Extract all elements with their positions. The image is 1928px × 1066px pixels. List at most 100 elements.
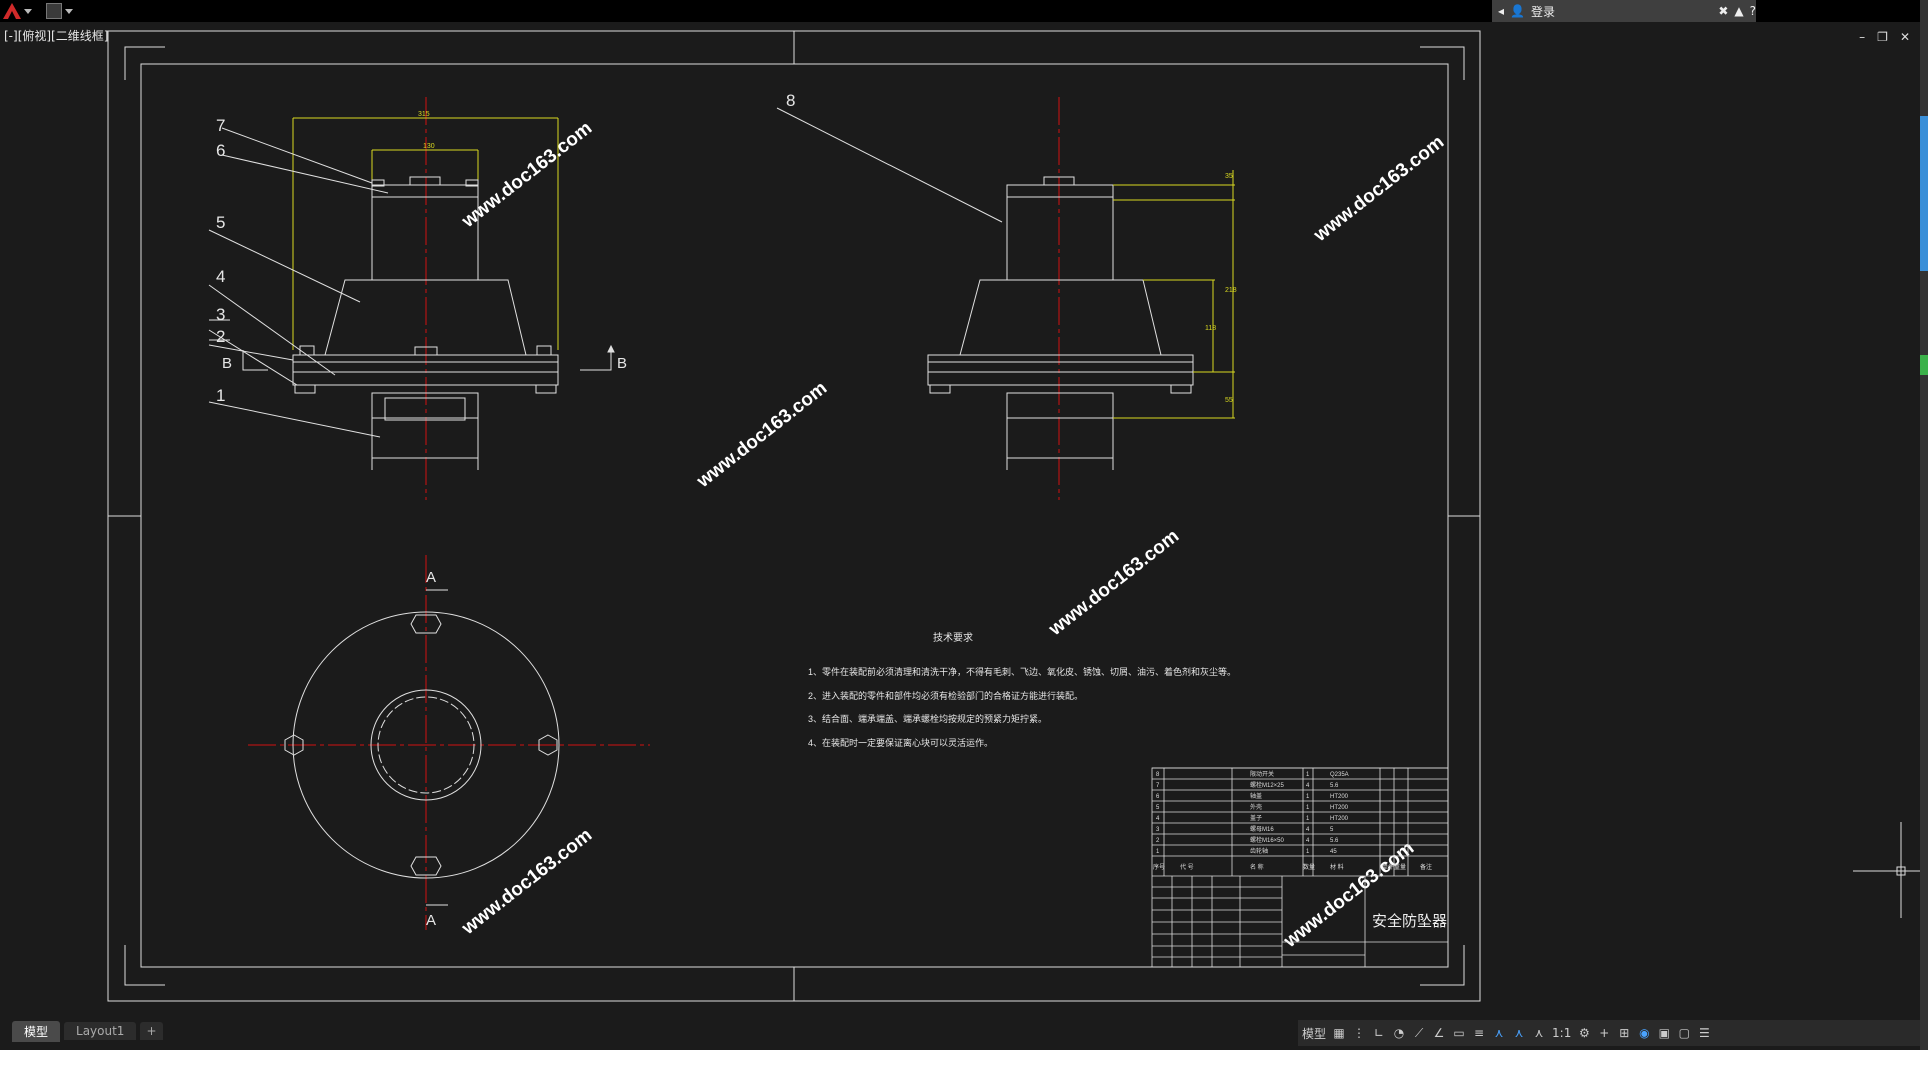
- title-bar: ◂ 👤 登录 ✖ ▲ ?: [0, 0, 1928, 22]
- svg-text:1: 1: [1306, 772, 1310, 778]
- svg-text:螺栓M12×25: 螺栓M12×25: [1250, 781, 1285, 789]
- svg-text:螺栓M16×50: 螺栓M16×50: [1250, 836, 1285, 844]
- svg-text:5: 5: [1156, 805, 1160, 811]
- hardware-accel-icon[interactable]: ▣: [1658, 1026, 1670, 1040]
- close-button[interactable]: ✕: [1899, 30, 1910, 44]
- units-icon[interactable]: ⊞: [1619, 1026, 1630, 1040]
- clean-screen-icon[interactable]: ▢: [1678, 1026, 1690, 1040]
- svg-text:218: 218: [1225, 287, 1237, 294]
- login-button[interactable]: 登录: [1530, 4, 1555, 19]
- annotation-scale[interactable]: 1:1: [1552, 1026, 1572, 1040]
- grid-icon[interactable]: ▦: [1333, 1026, 1345, 1040]
- snap-icon[interactable]: ⋮: [1353, 1026, 1366, 1040]
- watermark-text: www.doc163.com: [1309, 132, 1448, 247]
- section-label: A: [426, 912, 436, 929]
- bom-table: 8 限动开关 1 Q235A 7 螺栓M12×25 4 5.6 6 轴盖 1 H…: [1153, 770, 1432, 871]
- dimension-labels: 315 130 35 218 118 55: [418, 111, 1237, 404]
- arrow-left-icon[interactable]: ◂: [1498, 4, 1505, 18]
- technical-requirements: 技术要求 1、零件在装配前必须清理和清洗干净，不得有毛刺、飞边、氧化皮、锈蚀、切…: [808, 631, 1236, 748]
- chevron-down-icon[interactable]: [65, 7, 73, 15]
- svg-text:5: 5: [1330, 827, 1334, 833]
- quick-access-toolbar: [46, 1, 73, 21]
- autodesk-a360-icon[interactable]: ▲: [1734, 4, 1744, 18]
- svg-text:名 称: 名 称: [1250, 863, 1264, 871]
- tech-item: 2、进入装配的零件和部件均必须有检验部门的合格证方能进行装配。: [808, 690, 1083, 701]
- svg-text:1: 1: [1306, 849, 1310, 855]
- annotation-icon[interactable]: ⋏: [1534, 1026, 1544, 1040]
- part-label: 7: [216, 116, 225, 135]
- svg-text:2: 2: [1156, 838, 1160, 844]
- viewport-controls[interactable]: [-][俯视][二维线框]: [4, 29, 109, 43]
- tab-layout1[interactable]: Layout1: [64, 1022, 137, 1040]
- title-block: [1151, 767, 1449, 968]
- svg-text:轴盖: 轴盖: [1250, 792, 1262, 800]
- minimize-button[interactable]: –: [1859, 30, 1866, 44]
- customize-menu-icon[interactable]: ☰: [1698, 1026, 1710, 1040]
- isodraft-icon[interactable]: ⟋: [1414, 1025, 1424, 1040]
- svg-text:7: 7: [1156, 783, 1160, 789]
- svg-text:130: 130: [423, 143, 435, 150]
- watermark-text: www.doc163.com: [1279, 838, 1418, 953]
- watermark-text: www.doc163.com: [457, 825, 596, 940]
- svg-text:6: 6: [1156, 794, 1160, 800]
- exchange-icon[interactable]: ✖: [1718, 4, 1729, 18]
- watermark-text: www.doc163.com: [1044, 526, 1183, 641]
- svg-text:齿轮轴: 齿轮轴: [1250, 847, 1268, 855]
- tech-item: 1、零件在装配前必须清理和清洗干净，不得有毛刺、飞边、氧化皮、锈蚀、切屑、油污、…: [808, 666, 1236, 677]
- part-label: 2: [216, 327, 225, 346]
- add-layout-button[interactable]: +: [140, 1022, 163, 1040]
- ortho-icon[interactable]: ∟: [1373, 1026, 1385, 1040]
- tech-title: 技术要求: [933, 631, 973, 644]
- lineweight-icon[interactable]: ≡: [1473, 1026, 1485, 1040]
- svg-text:5.6: 5.6: [1330, 783, 1339, 789]
- right-scrollbar[interactable]: [1920, 0, 1928, 1066]
- taskbar-strip: [0, 1050, 1928, 1066]
- tab-model[interactable]: 模型: [12, 1020, 61, 1042]
- svg-text:4: 4: [1306, 827, 1310, 833]
- svg-text:盖子: 盖子: [1250, 814, 1262, 822]
- part-label: 8: [786, 91, 795, 110]
- gear-icon[interactable]: ⚙: [1578, 1026, 1590, 1040]
- otrack-icon[interactable]: ▭: [1453, 1026, 1465, 1040]
- infocenter-bar: ◂ 👤 登录 ✖ ▲ ?: [1492, 0, 1756, 22]
- application-menu-button[interactable]: [2, 1, 36, 21]
- layout-tabs: 模型 Layout1 +: [0, 1020, 1300, 1042]
- watermarks: www.doc163.com www.doc163.com www.doc163…: [457, 118, 1448, 953]
- svg-text:8: 8: [1156, 772, 1160, 778]
- svg-text:备注: 备注: [1420, 863, 1432, 871]
- user-icon[interactable]: 👤: [1510, 4, 1525, 18]
- svg-text:单件重量: 单件重量: [1382, 863, 1406, 871]
- svg-text:HT200: HT200: [1330, 816, 1349, 822]
- svg-text:数量: 数量: [1303, 863, 1315, 871]
- svg-text:35: 35: [1225, 173, 1233, 180]
- help-icon[interactable]: ?: [1749, 4, 1756, 18]
- drawing-title: 安全防坠器: [1372, 912, 1447, 930]
- model-space-button[interactable]: 模型: [1302, 1026, 1327, 1041]
- svg-text:4: 4: [1156, 816, 1160, 822]
- svg-text:限动开关: 限动开关: [1250, 770, 1274, 778]
- osnap-icon[interactable]: ∠: [1433, 1026, 1445, 1040]
- svg-text:1: 1: [1306, 805, 1310, 811]
- autocad-a-icon: [3, 3, 21, 19]
- part-label: 5: [216, 213, 225, 232]
- svg-text:4: 4: [1306, 838, 1310, 844]
- svg-text:代 号: 代 号: [1180, 863, 1194, 871]
- save-icon[interactable]: [46, 3, 62, 19]
- annotation-visibility-icon[interactable]: ⋏: [1494, 1026, 1504, 1040]
- isolate-icon[interactable]: ◉: [1639, 1026, 1650, 1040]
- watermark-text: www.doc163.com: [692, 378, 831, 493]
- section-a-view: [248, 555, 650, 930]
- svg-text:1: 1: [1156, 849, 1160, 855]
- front-view: [208, 97, 615, 500]
- restore-button[interactable]: ❐: [1877, 30, 1888, 44]
- part-label: 1: [216, 386, 225, 405]
- svg-text:5.6: 5.6: [1330, 838, 1339, 844]
- section-label: B: [222, 355, 232, 372]
- plus-icon[interactable]: +: [1599, 1026, 1610, 1040]
- svg-text:118: 118: [1205, 325, 1216, 332]
- auto-scale-icon[interactable]: ⋏: [1514, 1026, 1524, 1040]
- svg-text:HT200: HT200: [1330, 794, 1349, 800]
- part-label: 4: [216, 267, 225, 286]
- polar-icon[interactable]: ◔: [1393, 1026, 1405, 1040]
